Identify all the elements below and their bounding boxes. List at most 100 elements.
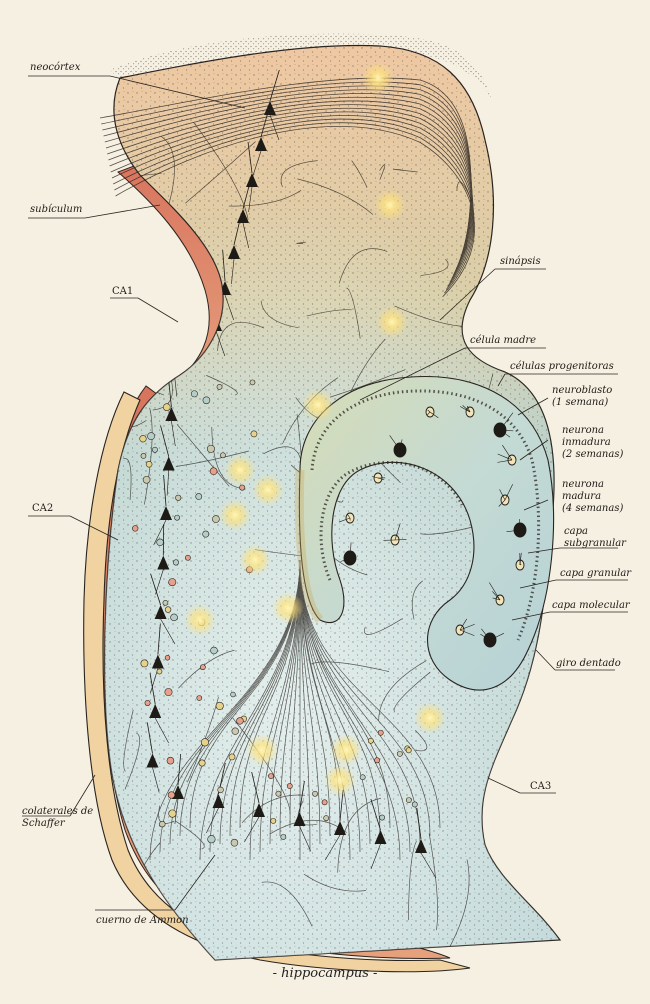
label-inmadura-line2: inmadura [562,437,623,449]
synapse-glow [330,734,362,766]
cell-body [251,431,257,437]
label-ca2: CA2 [32,503,53,515]
cell-body [140,435,147,442]
cell-body [157,669,162,674]
synapse-glow [324,764,356,796]
label-madura-line3: (4 semanas) [562,503,623,515]
cell-body [397,751,402,756]
cell-body [374,758,379,763]
cell-body [165,655,170,660]
label-neocortex: neocórtex [30,62,80,74]
cell-body [191,391,197,397]
cell-body [173,560,178,565]
cell-body [163,404,170,411]
cell-body [231,839,238,846]
cell-body [152,447,157,452]
cell-body [165,688,172,695]
cell-body [175,515,180,520]
cell-body [360,775,365,780]
cell-body [380,815,385,820]
cell-body [141,453,146,458]
cell-body [169,579,176,586]
cell-body [281,834,286,839]
label-giro-dentado: giro dentado [556,658,621,670]
cell-body [167,757,174,764]
cell-body [210,468,217,475]
cell-body [406,748,411,753]
cell-body [208,835,216,843]
synapse-glow [414,702,446,734]
cell-body [132,526,138,532]
cell-body [322,800,327,805]
cell-body [203,531,209,537]
synapse-glow [302,389,334,421]
cell-body [231,692,236,697]
cell-body [378,730,383,735]
cell-body [218,787,224,793]
label-neuroblasto-line1: neuroblasto [552,385,612,397]
label-subgranular-line1: capa [564,526,626,538]
cell-body [157,539,164,546]
label-cuerno-de-ammon: cuerno de Ammon [96,915,189,927]
cell-body [185,555,190,560]
label-inmadura-line3: (2 semanas) [562,449,623,461]
cell-body [199,760,205,766]
label-celulas-progenitoras: células progenitoras [510,361,614,373]
cell-body [324,816,329,821]
cell-body [216,702,223,709]
cell-body [250,380,255,385]
label-neuroblasto: neuroblasto (1 semana) [552,385,612,409]
cell-body [159,821,165,827]
label-neurona-madura: neurona madura (4 semanas) [562,479,623,515]
label-inmadura-line1: neurona [562,425,623,437]
label-capa-molecular: capa molecular [552,600,630,612]
label-madura-line2: madura [562,491,623,503]
cell-body [148,433,155,440]
cell-body [146,461,152,467]
label-subiculum: subículum [30,204,82,216]
label-celula-madre: célula madre [470,335,536,347]
pyramidal-neuron [168,358,180,372]
synapse-glow [376,306,408,338]
label-sinapsis: sinápsis [500,256,541,268]
cell-body [276,791,281,796]
label-madura-line1: neurona [562,479,623,491]
label-capa-subgranular: capa subgranular [564,526,626,550]
cell-body [145,700,150,705]
label-neurona-inmadura: neurona inmadura (2 semanas) [562,425,623,461]
cell-body [237,718,244,725]
cell-body [201,739,209,747]
cell-body [271,818,276,823]
cell-body [232,728,239,735]
label-ca3: CA3 [530,781,551,793]
synapse-glow [239,544,271,576]
label-capa-granular: capa granular [560,568,631,580]
cell-body [212,516,219,523]
cell-body [207,445,214,452]
cell-body [200,665,205,670]
label-schaffer-collaterals: colaterales de Schaffer [22,806,93,830]
cell-body [217,384,222,389]
nerve-fiber [158,240,162,247]
cell-body [229,754,235,760]
cell-body [169,810,176,817]
cell-body [368,738,373,743]
cell-body [268,773,273,778]
label-subgranular-line2: subgranular [564,538,626,550]
dendrite [174,327,175,358]
cell-body [141,660,148,667]
cell-body [203,397,210,404]
synapse-glow [219,499,251,531]
synapse-glow [374,189,406,221]
synapse-glow [246,734,278,766]
cell-body [134,388,139,393]
figure-caption: - hippocampus - [0,966,650,981]
label-ca1: CA1 [112,286,133,298]
cell-body [165,607,171,613]
cell-body [220,453,225,458]
cell-body [175,495,180,500]
cell-body [197,696,202,701]
cell-body [163,600,168,605]
